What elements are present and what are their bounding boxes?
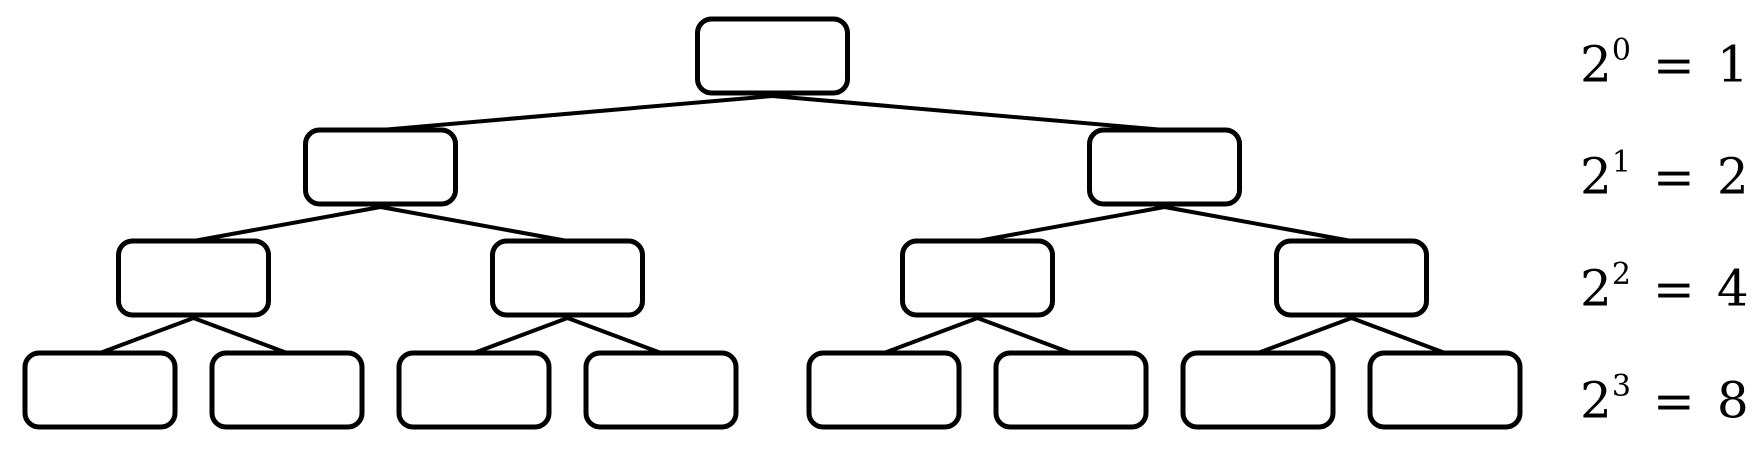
level-label-1: 21=2 (1580, 137, 1749, 206)
tree-edge-l2-n2-left (882, 316, 980, 355)
level-2-exponent: 2 (1611, 257, 1631, 292)
level-0-result: 1 (1716, 35, 1749, 94)
level-2-equals: = (1652, 259, 1695, 318)
tree-node-l1-n1 (1087, 127, 1242, 207)
level-3-exponent: 3 (1611, 369, 1631, 404)
level-2-base: 2 (1580, 259, 1612, 318)
tree-edge-l2-n1-right (565, 316, 663, 355)
tree-node-l2-n3 (1274, 238, 1429, 318)
tree-node-l2-n2 (900, 238, 1055, 318)
tree-nodes (22, 16, 1523, 430)
tree-edge-l1-n1-left (975, 205, 1167, 243)
tree-node-l3-n0 (22, 350, 178, 430)
level-label-3: 23 = 8 (1580, 361, 1749, 430)
tree-node-l2-n1 (490, 238, 645, 318)
tree-node-l3-n2 (396, 350, 552, 430)
tree-node-l3-n5 (993, 350, 1149, 430)
level-1-result: 2 (1716, 147, 1749, 206)
level-0-base: 2 (1580, 35, 1612, 94)
tree-edge-l1-n1-right (1162, 205, 1354, 243)
tree-edge-l1-n0-right (378, 205, 570, 243)
level-2-result: 4 (1716, 259, 1749, 318)
tree-node-l3-n4 (806, 350, 962, 430)
tree-node-l2-n0 (116, 238, 271, 318)
tree-node-l3-n7 (1367, 350, 1523, 430)
tree-edge-l2-n3-right (1349, 316, 1447, 355)
tree-node-l0-n0 (695, 16, 850, 96)
level-3-equals: = (1652, 371, 1695, 430)
level-label-2: 22 = 4 (1580, 249, 1749, 318)
level-1-exponent: 1 (1611, 145, 1631, 180)
level-1-equals: = (1652, 147, 1695, 206)
level-1-base: 2 (1580, 147, 1612, 206)
tree-edge-l2-n0-left (98, 316, 196, 355)
tree-node-l1-n0 (303, 127, 458, 207)
level-3-result: 8 (1716, 371, 1749, 430)
level-0-exponent: 0 (1611, 33, 1631, 68)
level-0-equals: = (1652, 35, 1695, 94)
tree-node-l3-n1 (209, 350, 365, 430)
tree-node-l3-n3 (583, 350, 739, 430)
tree-node-l3-n6 (1180, 350, 1336, 430)
tree-edge-l2-n0-right (191, 316, 289, 355)
level-3-base: 2 (1580, 371, 1612, 430)
tree-edge-l1-n0-left (191, 205, 383, 243)
tree-edge-l0-n0-left (378, 94, 775, 132)
tree-edge-l2-n1-left (472, 316, 570, 355)
tree-edge-l2-n3-left (1256, 316, 1354, 355)
level-label-0: 20 = 1 (1580, 25, 1749, 94)
tree-edges (98, 94, 1447, 355)
tree-edge-l0-n0-right (770, 94, 1167, 132)
tree-edge-l2-n2-right (975, 316, 1073, 355)
